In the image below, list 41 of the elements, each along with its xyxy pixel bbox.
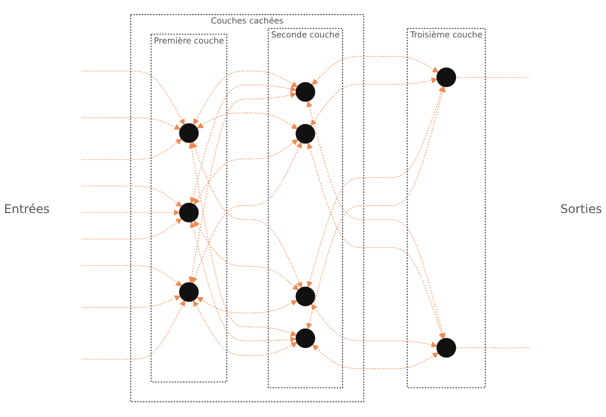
node-circle [436,68,456,88]
arrow [196,112,298,130]
arrow [81,71,184,126]
arrow [193,220,298,291]
node-circle [436,338,456,358]
node-circle [178,282,198,302]
arrow [192,71,298,126]
arrow [81,118,180,130]
cluster: Troisième couche [406,28,486,389]
arrow [311,56,438,86]
arrow [310,78,437,126]
node-circle [295,287,315,307]
node-circle [178,124,198,144]
arrow [188,92,296,284]
arrow [192,300,297,356]
arrow [81,186,182,208]
arrow [193,140,298,205]
output-label: Sorties [559,202,603,216]
arrow [81,210,180,216]
node-circle [295,328,315,348]
arrow [310,304,437,348]
arrow [81,266,182,287]
node-circle [295,82,315,102]
cluster: Seconde couche [267,28,343,389]
arrow [81,139,182,160]
node-circle [178,203,198,223]
arrow [189,85,296,204]
arrow [188,142,296,337]
arrow [81,300,185,360]
cluster: Première couche [150,34,227,383]
input-label: Entrées [3,202,51,216]
arrow [81,296,180,308]
arrow [196,297,297,314]
connector [454,348,529,349]
arrow [189,222,296,343]
connector [454,77,529,78]
arrow [312,344,438,370]
arrow [306,86,444,288]
arrow [306,143,444,340]
arrow [81,218,182,240]
node-circle [295,124,315,144]
